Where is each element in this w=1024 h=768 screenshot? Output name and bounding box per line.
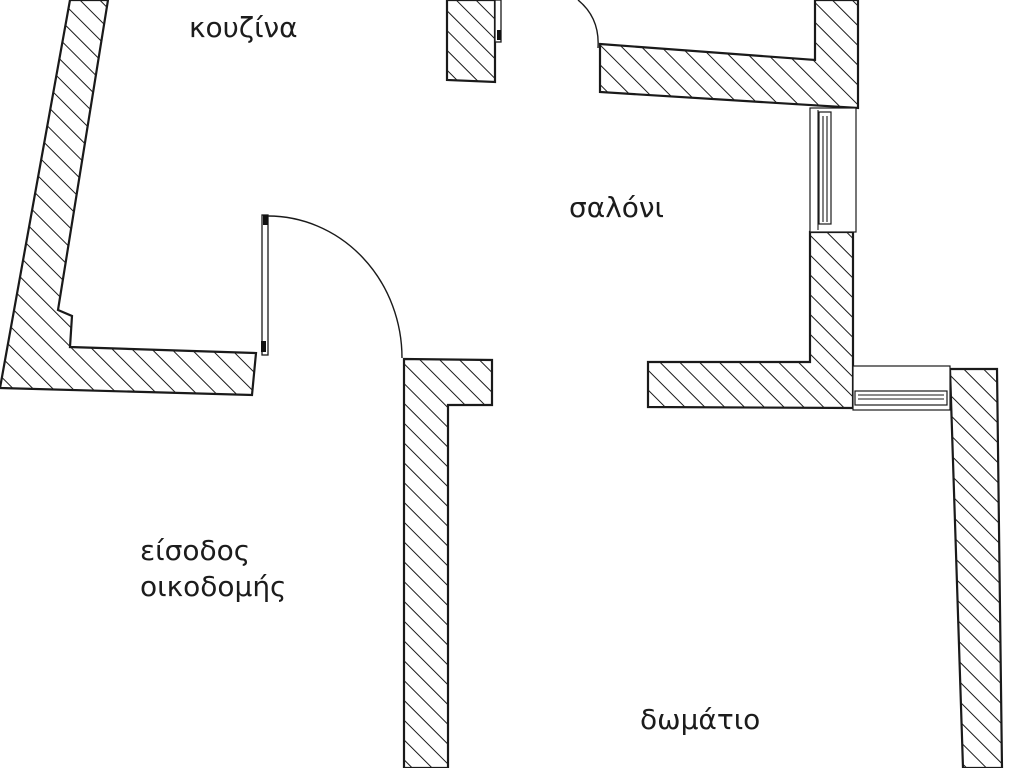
living-room-north-wall [598,0,860,110]
living-room-east-wall [646,230,855,410]
kitchen-door-swing [267,215,403,359]
kitchen-pillar-wall [445,0,497,84]
kitchen-door-hinge [263,215,268,225]
bedroom-window [852,365,951,411]
room-label-building-entrance: είσοδος οικοδομής [140,533,287,606]
kitchen-door-leaf[interactable] [261,214,269,356]
kitchen-door-stop [261,341,266,352]
living-room-door-swing [577,0,599,49]
entrance-corridor-wall [402,357,494,768]
room-label-bedroom: δωμάτιο [640,703,761,736]
kitchen-door-frame-end [497,30,501,40]
kitchen-west-wall [0,0,258,397]
room-label-entrance-line1: είσοδος [140,534,251,567]
room-label-kitchen: κουζίνα [189,11,298,44]
kitchen-door-frame [494,0,502,43]
room-label-living-room: σαλόνι [569,191,665,224]
room-label-entrance-line2: οικοδομής [140,570,287,604]
living-room-window [809,107,857,233]
bedroom-east-wall [948,367,1004,768]
